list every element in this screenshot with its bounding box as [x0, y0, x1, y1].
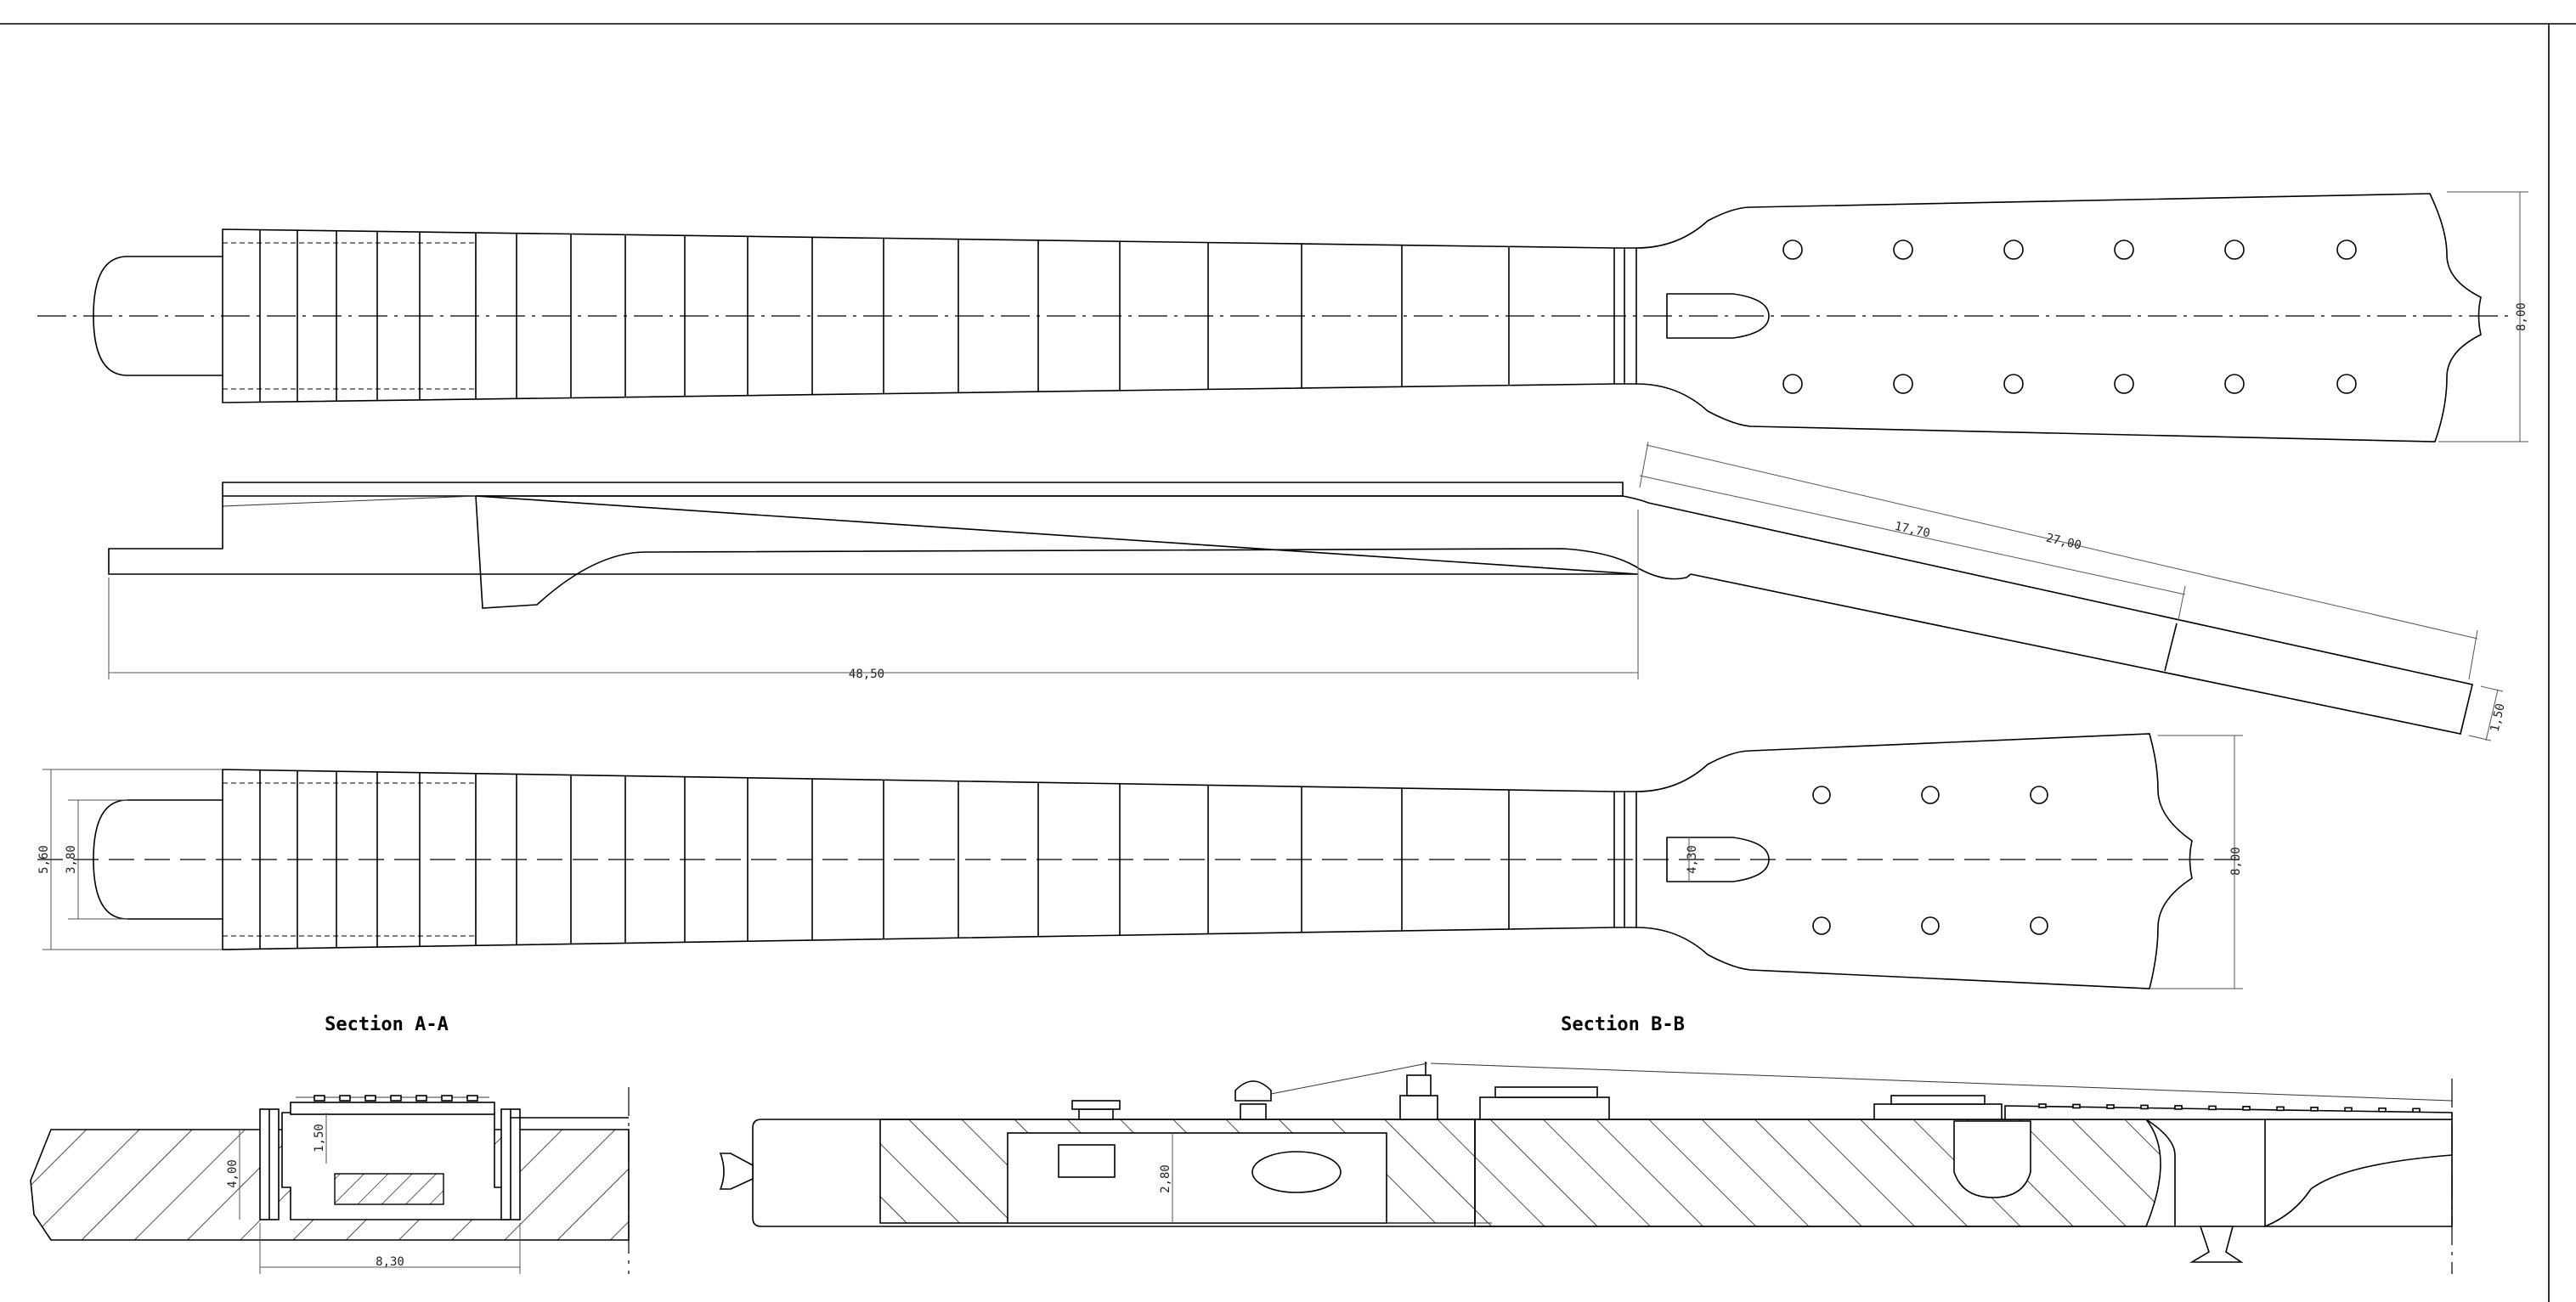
tuner-hole [1893, 374, 1913, 394]
dim-label: 3,80 [65, 845, 78, 874]
fret-crown [2106, 1104, 2115, 1109]
dim-headstock-width-bottom: 8,00 [2149, 735, 2243, 989]
dim-label: 8,30 [376, 1255, 404, 1269]
dim-section-a-width: 8,30 [259, 1223, 521, 1274]
fret-crown [2276, 1106, 2285, 1112]
section-a-a [30, 1087, 630, 1274]
fret-crown [2140, 1104, 2149, 1110]
dim-label: 2,80 [1159, 1164, 1172, 1193]
fret-crown [339, 1095, 351, 1102]
section-b-title: Section B-B [1561, 1014, 1685, 1035]
dim-label: 1,50 [2488, 702, 2508, 733]
dim-slot-width: 4,30 [1686, 837, 1699, 882]
tuner-hole [1812, 916, 1831, 935]
tuner-hole [2003, 374, 2024, 394]
fret-crown [2208, 1105, 2217, 1111]
dim-label: 27,00 [2045, 532, 2083, 553]
dim-headstock-thickness: 1,50 [2468, 685, 2508, 741]
tuner-hole [1921, 786, 1940, 804]
dim-total-length: 48,50 [108, 510, 1639, 681]
tuner-hole [2003, 240, 2024, 260]
fret-crown [2174, 1105, 2183, 1110]
dim-27-00: 27,00 [1639, 441, 2478, 680]
tuner-hole [2114, 240, 2134, 260]
section-b-b [719, 1062, 2453, 1274]
tuner-hole [2224, 374, 2245, 394]
tuner-hole [2030, 916, 2048, 935]
dim-label: 4,00 [226, 1159, 240, 1188]
dim-heel-width: 5,60 [37, 769, 223, 950]
dim-tenon-width: 3,80 [65, 799, 127, 920]
tuner-hole [2030, 786, 2048, 804]
neck-top-view [37, 193, 2515, 442]
dim-label: 8,00 [2515, 302, 2528, 331]
dim-label: 1,50 [313, 1124, 326, 1153]
fret-crown [2310, 1107, 2319, 1112]
dim-label: 4,30 [1686, 845, 1699, 874]
dim-17-70: 17,70 [1639, 475, 2186, 621]
dim-label: 48,50 [849, 668, 884, 681]
tuner-hole [2336, 374, 2357, 394]
tuner-hole [1782, 374, 1803, 394]
fret-crown [441, 1095, 453, 1102]
tuner-hole [1893, 240, 1913, 260]
fret-crown [2378, 1108, 2387, 1113]
tuner-hole [1782, 240, 1803, 260]
neck-bottom-view [37, 733, 2243, 989]
tuner-hole [1812, 786, 1831, 804]
fret-crown [2242, 1106, 2251, 1111]
fret-crown [390, 1095, 402, 1102]
fret-crown [415, 1095, 427, 1102]
fret-crown [2072, 1103, 2081, 1109]
dim-label: 5,60 [37, 845, 51, 874]
section-a-title: Section A-A [325, 1014, 449, 1035]
fret-crown [2038, 1103, 2047, 1108]
dim-label: 17,70 [1894, 520, 1932, 541]
dim-label: 8,00 [2229, 847, 2243, 876]
neck-side-view [108, 482, 2473, 735]
fret-crown [364, 1095, 376, 1102]
fret-crown [2344, 1107, 2353, 1113]
dim-section-a-height: 4,00 [226, 1130, 240, 1220]
fret-crown [466, 1095, 478, 1102]
tuner-hole [2114, 374, 2134, 394]
dim-section-b-height: 2,80 [1159, 1133, 1173, 1223]
tuner-hole [1921, 916, 1940, 935]
drawing-frame [0, 23, 2576, 1302]
tuner-hole [2336, 240, 2357, 260]
tuner-hole [2224, 240, 2245, 260]
fret-crown [314, 1095, 325, 1102]
dim-headstock-width: 8,00 [2438, 191, 2528, 442]
fret-crown [2412, 1108, 2421, 1113]
dim-section-a-inner: 1,50 [313, 1113, 327, 1164]
